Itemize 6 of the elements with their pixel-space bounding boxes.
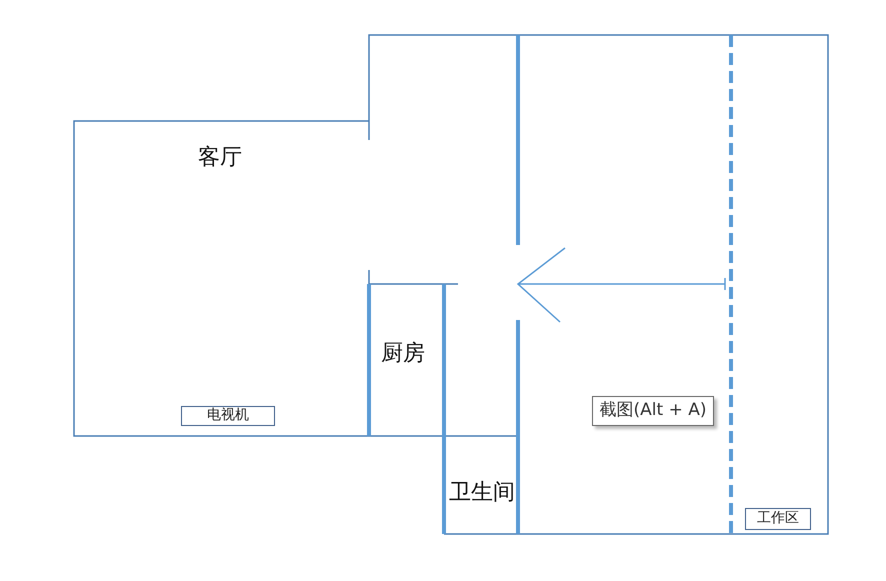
tv-box: 电视机	[181, 406, 275, 426]
room-label: 厨房	[381, 340, 425, 368]
room-label: 卫生间	[449, 479, 515, 507]
room-label: 客厅	[198, 144, 242, 172]
tooltip-box: 截图(Alt + A)	[592, 396, 714, 426]
work-area-box: 工作区	[745, 508, 811, 530]
